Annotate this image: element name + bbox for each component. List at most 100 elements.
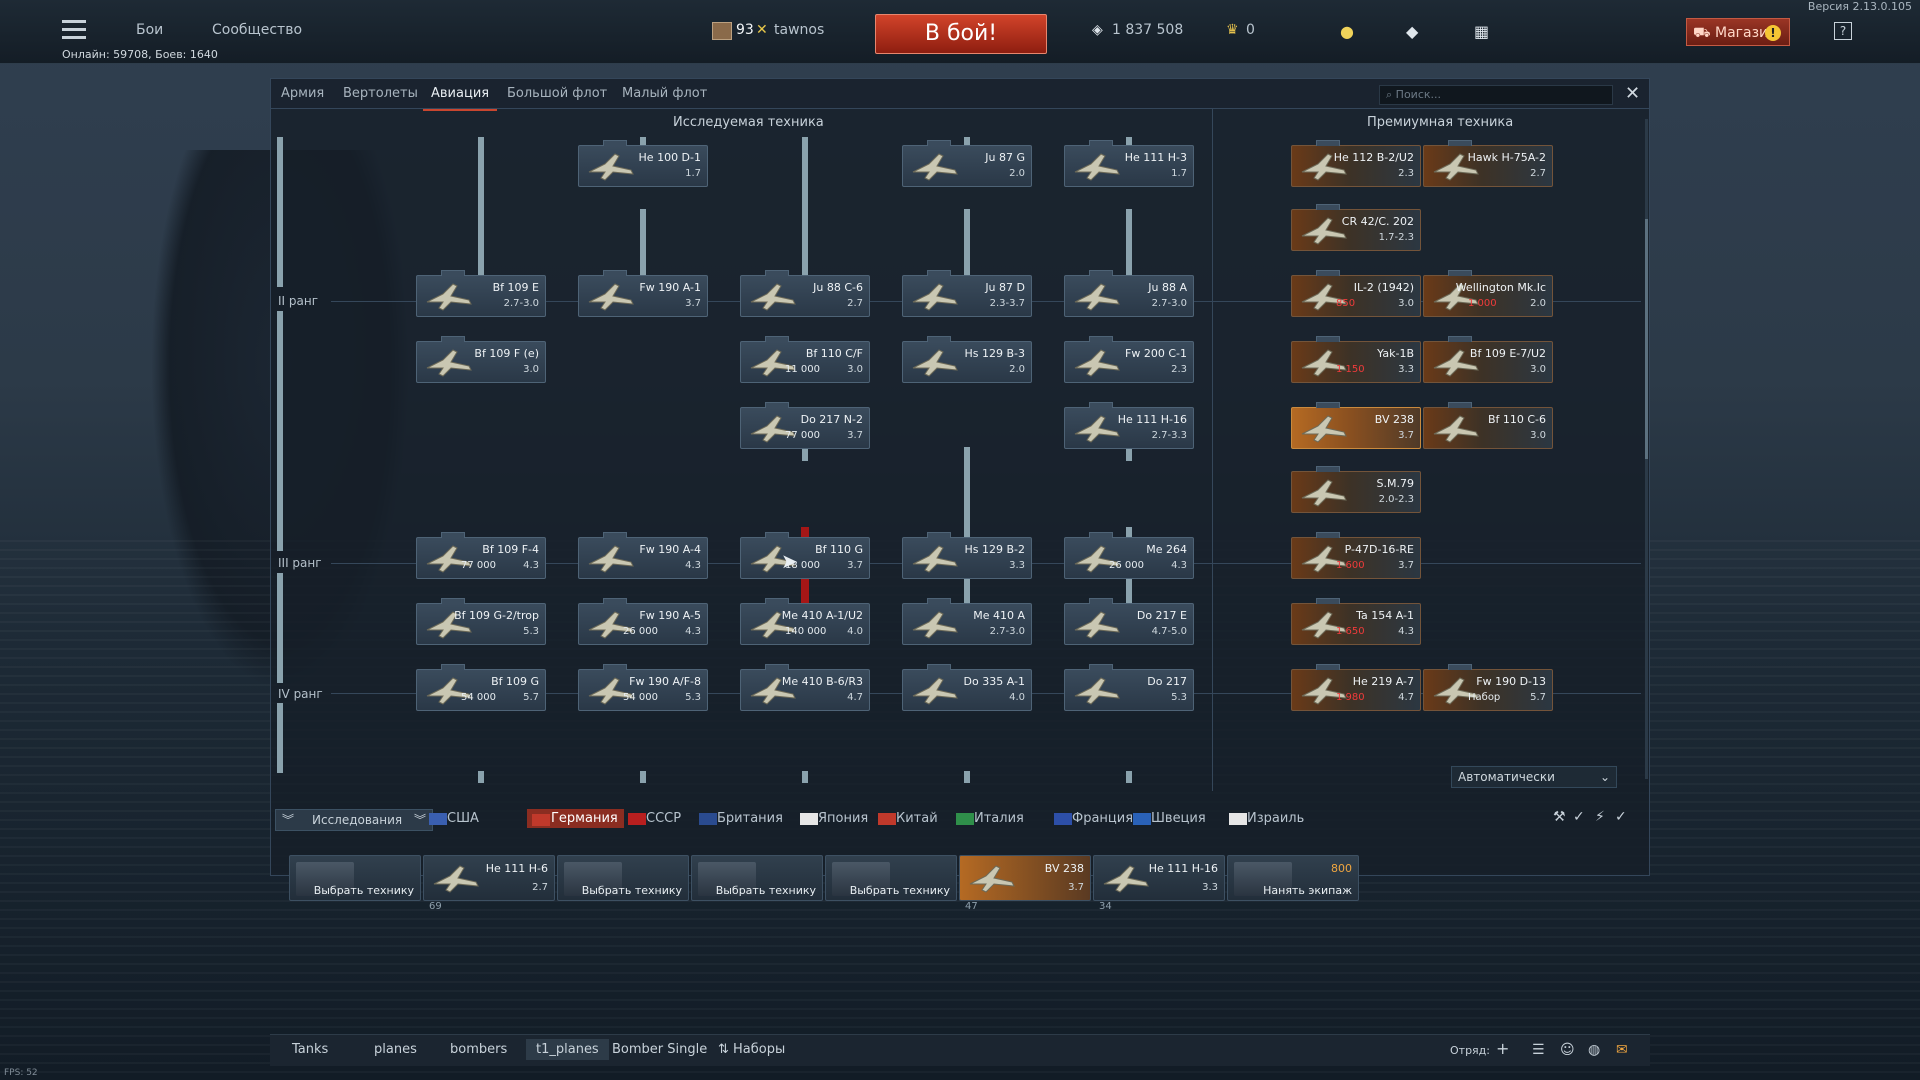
- nav-battles[interactable]: Бои: [136, 22, 164, 38]
- vehicle-card[interactable]: Bf 109 F (e)3.0: [416, 336, 546, 383]
- crew-slot[interactable]: Выбрать технику: [289, 855, 421, 901]
- nation-tab[interactable]: Япония: [798, 811, 868, 826]
- scrollbar-thumb[interactable]: [1645, 219, 1648, 459]
- nation-tab[interactable]: Китай: [876, 811, 938, 826]
- nation-tab[interactable]: США: [427, 811, 479, 826]
- check-icon[interactable]: ✓: [1615, 809, 1627, 825]
- tab-army[interactable]: Армия: [281, 86, 325, 101]
- tickets-icon[interactable]: ▦: [1474, 22, 1490, 41]
- squad-label: Отряд:: [1450, 1044, 1490, 1057]
- preset-bundles[interactable]: ⇅ Наборы: [718, 1042, 785, 1057]
- preset-tanks[interactable]: Tanks: [292, 1042, 329, 1057]
- nation-tab[interactable]: Германия: [527, 809, 624, 828]
- tab-helicopters[interactable]: Вертолеты: [343, 86, 418, 101]
- bottom-bar: Tanks planes bombers t1_planes Bomber Si…: [270, 1034, 1650, 1066]
- lightbulb-icon[interactable]: ●: [1340, 22, 1354, 41]
- nation-tab[interactable]: Британия: [697, 811, 783, 826]
- preset-bombers[interactable]: bombers: [450, 1042, 508, 1057]
- friends-icon[interactable]: ☺: [1560, 1042, 1575, 1058]
- diamond-icon[interactable]: ◆: [1406, 22, 1419, 41]
- crew-slot[interactable]: Выбрать технику: [691, 855, 823, 901]
- preset-planes[interactable]: planes: [374, 1042, 417, 1057]
- nav-community[interactable]: Сообщество: [212, 22, 303, 38]
- tab-bluewater-fleet[interactable]: Большой флот: [507, 86, 608, 101]
- preset-bomber-single[interactable]: Bomber Single: [612, 1042, 708, 1057]
- crew-slot[interactable]: Выбрать технику: [825, 855, 957, 901]
- help-icon[interactable]: ?: [1834, 22, 1852, 40]
- chat-icon[interactable]: ◍: [1588, 1042, 1601, 1058]
- add-squad-icon[interactable]: +: [1496, 1039, 1510, 1058]
- menu-icon[interactable]: [62, 20, 86, 40]
- nation-tab[interactable]: Израиль: [1227, 811, 1304, 826]
- wrench-icon[interactable]: ⚒: [1553, 809, 1566, 825]
- player-name[interactable]: tawnos: [774, 22, 825, 38]
- player-avatar[interactable]: [712, 22, 732, 40]
- check-icon[interactable]: ✓: [1573, 809, 1585, 825]
- repair-all-icon[interactable]: ⚡: [1595, 809, 1605, 825]
- tab-coastal-fleet[interactable]: Малый флот: [622, 86, 708, 101]
- crew-slot[interactable]: Выбрать технику: [557, 855, 689, 901]
- aircraft-icon: [1298, 476, 1350, 510]
- auto-select-dropdown[interactable]: Автоматически⌄: [1451, 766, 1617, 788]
- nation-tab[interactable]: СССР: [626, 811, 681, 826]
- close-icon[interactable]: ✕: [1625, 83, 1641, 104]
- tab-aviation[interactable]: Авиация: [422, 86, 498, 111]
- nation-tab[interactable]: Франция: [1052, 811, 1133, 826]
- nation-tab[interactable]: Швеция: [1131, 811, 1206, 826]
- preset-t1-planes[interactable]: t1_planes: [526, 1039, 609, 1060]
- nation-tab[interactable]: Италия: [954, 811, 1024, 826]
- list-icon[interactable]: ☰: [1532, 1042, 1545, 1058]
- battle-button[interactable]: В бой!: [875, 14, 1047, 54]
- research-tab-button[interactable]: ︾Исследования︾: [275, 809, 433, 831]
- mail-icon[interactable]: ✉: [1616, 1042, 1628, 1058]
- store-button[interactable]: ⛟ Магазин !: [1686, 18, 1790, 46]
- search-input[interactable]: ⌕ Поиск...: [1379, 85, 1613, 105]
